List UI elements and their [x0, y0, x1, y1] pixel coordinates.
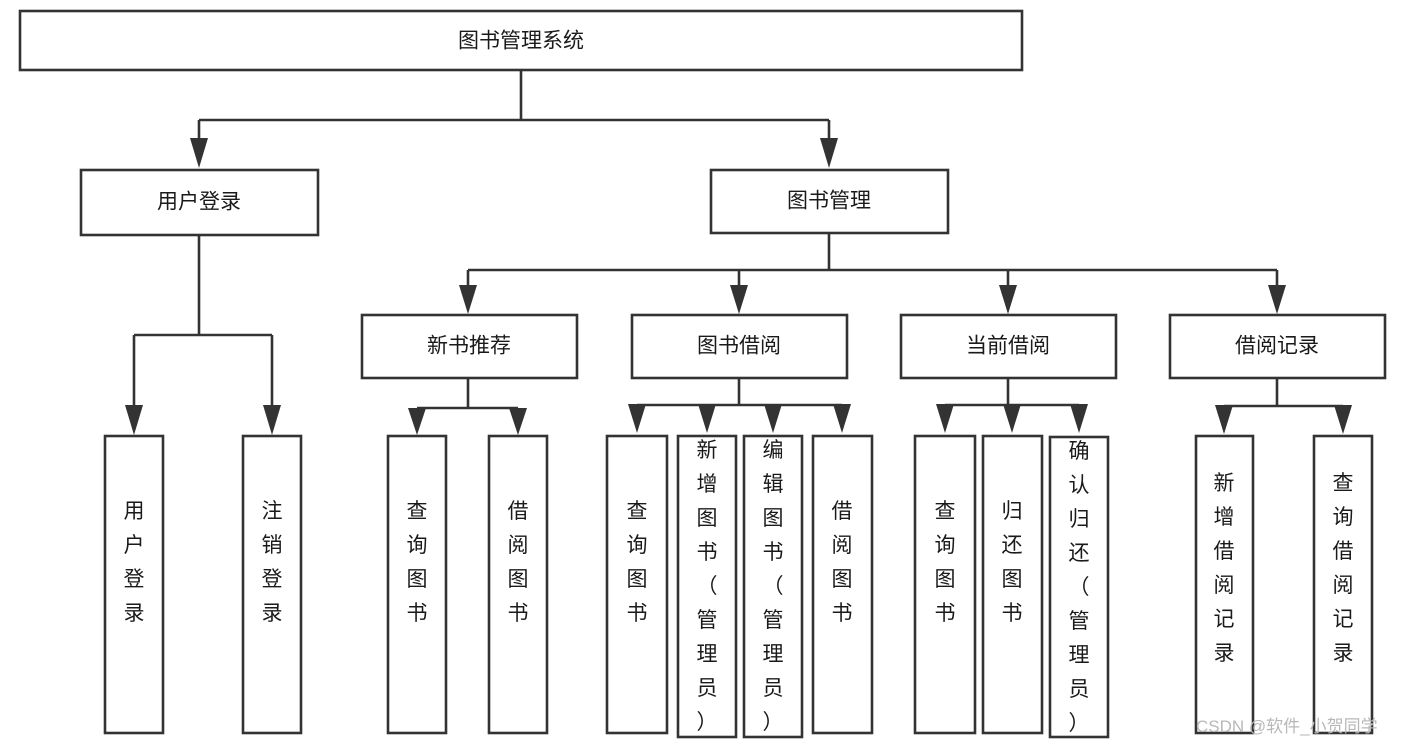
- node-book-management[interactable]: 图书管理: [709, 168, 950, 235]
- node-leaf-add-borrow-record[interactable]: 新增借阅记录: [1194, 434, 1255, 735]
- arrowhead-leaf-return-book: [1003, 404, 1021, 433]
- node-leaf-query-borrow-record-label: 查询借阅记录: [1333, 472, 1354, 665]
- node-leaf-return-book-box[interactable]: [981, 434, 1044, 735]
- node-leaf-query-book-1-box[interactable]: [386, 434, 448, 735]
- node-new-book-recommend[interactable]: 新书推荐: [360, 313, 579, 380]
- arrowhead-leaf-add-borrow-record: [1215, 405, 1233, 434]
- connector-layer: [125, 70, 1352, 435]
- node-borrow-record-label: 借阅记录: [1235, 335, 1319, 358]
- arrowhead-leaf-borrow-book-2: [833, 404, 851, 433]
- node-leaf-query-book-1[interactable]: 查询图书: [386, 434, 448, 735]
- node-leaf-borrow-book-1[interactable]: 借阅图书: [487, 434, 549, 735]
- node-user-login[interactable]: 用户登录: [79, 168, 320, 237]
- arrowhead-leaf-query-book-2: [628, 404, 646, 433]
- node-leaf-add-borrow-record-box[interactable]: [1194, 434, 1255, 735]
- node-leaf-add-book-label: 新增图书（管理员）: [697, 439, 718, 734]
- node-leaf-query-book-2-box[interactable]: [605, 434, 669, 735]
- node-root-label: 图书管理系统: [458, 30, 584, 53]
- node-leaf-query-book-1-label: 查询图书: [407, 500, 428, 625]
- arrowhead-leaf-query-borrow-record: [1334, 405, 1352, 434]
- arrowhead-borrow-record: [1268, 285, 1286, 314]
- node-current-borrow[interactable]: 当前借阅: [899, 313, 1118, 380]
- node-leaf-add-book[interactable]: 新增图书（管理员）: [676, 434, 738, 739]
- node-leaf-user-login-box[interactable]: [103, 434, 165, 735]
- node-book-borrow-box[interactable]: [630, 313, 849, 380]
- node-leaf-borrow-book-1-box[interactable]: [487, 434, 549, 735]
- arrowhead-leaf-logout-login: [263, 405, 281, 435]
- node-root-box[interactable]: [18, 9, 1024, 72]
- node-leaf-user-login-label: 用户登录: [124, 500, 145, 625]
- node-leaf-logout-login-box[interactable]: [241, 434, 303, 735]
- node-leaf-query-book-3-box[interactable]: [913, 434, 977, 735]
- arrowhead-book-management: [820, 138, 838, 168]
- arrowhead-leaf-query-book-3: [936, 404, 954, 433]
- node-user-login-label: 用户登录: [157, 191, 241, 214]
- node-book-management-label: 图书管理: [787, 190, 871, 213]
- node-leaf-query-book-3[interactable]: 查询图书: [913, 434, 977, 735]
- node-book-borrow[interactable]: 图书借阅: [630, 313, 849, 380]
- node-leaf-borrow-book-2[interactable]: 借阅图书: [811, 434, 874, 735]
- node-leaf-return-book[interactable]: 归还图书: [981, 434, 1044, 735]
- node-leaf-query-book-2-label: 查询图书: [627, 500, 648, 625]
- node-leaf-user-login[interactable]: 用户登录: [103, 434, 165, 735]
- node-leaf-add-borrow-record-label: 新增借阅记录: [1214, 472, 1235, 665]
- node-borrow-record-box[interactable]: [1168, 313, 1387, 380]
- node-leaf-edit-book-label: 编辑图书（管理员）: [763, 439, 784, 734]
- node-leaf-query-borrow-record[interactable]: 查询借阅记录: [1312, 434, 1374, 735]
- node-new-book-recommend-label: 新书推荐: [427, 335, 511, 358]
- node-leaf-borrow-book-2-box[interactable]: [811, 434, 874, 735]
- node-leaf-add-book-box[interactable]: [676, 434, 738, 739]
- node-leaf-query-borrow-record-box[interactable]: [1312, 434, 1374, 735]
- node-root[interactable]: 图书管理系统: [18, 9, 1024, 72]
- node-leaf-query-book-3-label: 查询图书: [935, 500, 956, 625]
- node-leaf-edit-book-box[interactable]: [742, 434, 804, 739]
- node-new-book-recommend-box[interactable]: [360, 313, 579, 380]
- arrowhead-leaf-borrow-book-1: [509, 408, 527, 435]
- arrowhead-leaf-user-login: [125, 405, 143, 435]
- arrowhead-current-borrow: [999, 285, 1017, 314]
- arrowhead-leaf-edit-book: [764, 404, 782, 433]
- arrowhead-leaf-add-book: [698, 404, 716, 433]
- node-leaf-logout-login[interactable]: 注销登录: [241, 434, 303, 735]
- node-current-borrow-box[interactable]: [899, 313, 1118, 380]
- csdn-watermark: CSDN @软件_小贺同学: [1196, 717, 1378, 736]
- node-current-borrow-label: 当前借阅: [966, 335, 1050, 358]
- node-leaf-confirm-return-label: 确认归还（管理员）: [1069, 440, 1090, 735]
- node-borrow-record[interactable]: 借阅记录: [1168, 313, 1387, 380]
- node-leaf-logout-login-label: 注销登录: [262, 500, 283, 625]
- node-leaf-query-book-2[interactable]: 查询图书: [605, 434, 669, 735]
- node-leaf-borrow-book-1-label: 借阅图书: [508, 500, 529, 625]
- arrowhead-book-borrow: [730, 285, 748, 314]
- arrowhead-leaf-query-book-1: [408, 408, 426, 435]
- arrowhead-user-login: [190, 138, 208, 168]
- node-book-management-box[interactable]: [709, 168, 950, 235]
- node-leaf-confirm-return-box[interactable]: [1048, 435, 1110, 739]
- node-leaf-return-book-label: 归还图书: [1002, 500, 1023, 625]
- arrowhead-new-book-recommend: [459, 285, 477, 314]
- node-book-borrow-label: 图书借阅: [697, 335, 781, 358]
- node-leaf-borrow-book-2-label: 借阅图书: [832, 500, 853, 625]
- node-leaf-edit-book[interactable]: 编辑图书（管理员）: [742, 434, 804, 739]
- arrowhead-leaf-confirm-return: [1070, 404, 1088, 433]
- node-leaf-confirm-return[interactable]: 确认归还（管理员）: [1048, 435, 1110, 739]
- node-user-login-box[interactable]: [79, 168, 320, 237]
